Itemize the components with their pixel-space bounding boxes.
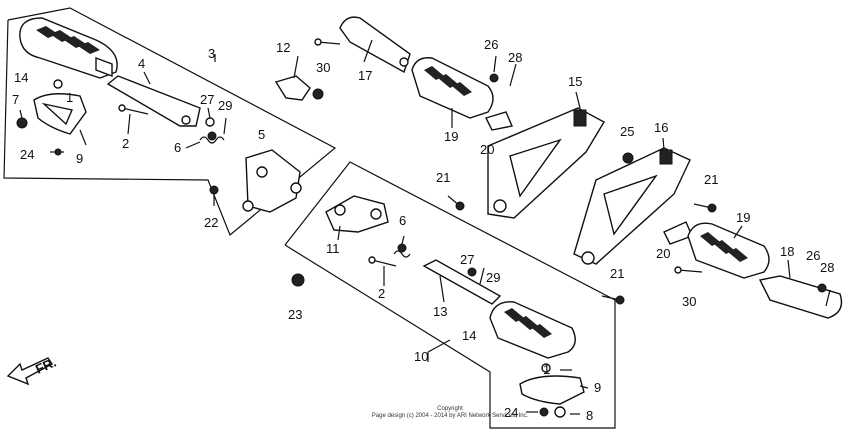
callout-28-upper: 28 [508, 50, 522, 65]
footpeg-plate-9-upper [33, 93, 87, 135]
callout-14-lower: 14 [462, 328, 476, 343]
copyright-line-2: Page design (c) 2004 - 2014 by ARI Netwo… [371, 413, 529, 419]
bolt-21-right [693, 203, 717, 213]
callout-2-upper: 2 [122, 136, 129, 151]
callout-14-upper: 14 [14, 70, 28, 85]
pin-2-upper [118, 104, 149, 115]
callout-18: 18 [780, 244, 794, 259]
bolt-30-upper [314, 38, 341, 46]
nut-8 [554, 406, 566, 418]
callout-6-lower: 6 [399, 213, 406, 228]
callout-labels: 1 1 2 2 3 4 5 6 6 7 8 9 9 10 11 12 13 14… [12, 37, 834, 423]
bracket-11 [325, 195, 389, 233]
callout-29-lower: 29 [486, 270, 500, 285]
footpeg-rubber-19-right [687, 222, 770, 279]
cotter-pin-29-lower [479, 267, 485, 285]
callout-21-right: 21 [704, 172, 718, 187]
callout-22: 22 [204, 215, 218, 230]
callout-6-upper: 6 [174, 140, 181, 155]
assembly-boundary-10 [284, 161, 616, 429]
callout-29-upper: 29 [218, 98, 232, 113]
callout-23: 23 [288, 307, 302, 322]
callout-30-upper: 30 [316, 60, 330, 75]
callout-26-right: 26 [806, 248, 820, 263]
bolt-30-right [674, 266, 703, 274]
callout-11: 11 [326, 241, 340, 256]
bolt-22 [209, 185, 219, 206]
leader-lines [19, 39, 791, 415]
cotter-pin-29-upper [223, 117, 227, 135]
callout-20-upper: 20 [480, 142, 494, 157]
copyright-notice: Copyright Page design (c) 2004 - 2014 by… [300, 406, 600, 420]
bracket-16 [573, 147, 691, 265]
callout-16: 16 [654, 120, 668, 135]
callout-10: 10 [414, 349, 428, 364]
callout-21-lower: 21 [610, 266, 624, 281]
callout-15: 15 [568, 74, 582, 89]
nut-7 [16, 117, 28, 129]
callout-28-right: 28 [820, 260, 834, 275]
callout-25: 25 [620, 124, 634, 139]
callout-9-lower: 9 [594, 380, 601, 395]
footpeg-rubber-left [19, 17, 118, 79]
footpeg-rubber-14-lower [489, 301, 576, 359]
footpeg-bar-17 [339, 16, 411, 74]
callout-5: 5 [258, 127, 265, 142]
spacer-20-upper [485, 111, 513, 131]
bolt-21-upper [447, 195, 465, 211]
bracket-15 [487, 107, 605, 219]
footpeg-bar-13 [422, 259, 502, 305]
footpeg-bar-4 [106, 75, 201, 127]
bracket-5 [242, 149, 302, 213]
callout-2-lower: 2 [378, 286, 385, 301]
washer-27-upper [205, 117, 215, 127]
callout-24-upper: 24 [20, 147, 34, 162]
callout-21-upper: 21 [436, 170, 450, 185]
callout-26-upper: 26 [484, 37, 498, 52]
callout-13: 13 [433, 304, 447, 319]
bolt-23 [291, 273, 305, 287]
callout-1-upper: 1 [66, 90, 73, 105]
nut-26-upper [489, 73, 499, 83]
bracket-12 [274, 75, 324, 101]
callout-30-right: 30 [682, 294, 696, 309]
footpeg-rubber-19-upper [411, 57, 494, 119]
callout-12: 12 [276, 40, 290, 55]
washer-27-lower [467, 267, 477, 277]
front-arrow: FR. [6, 355, 58, 386]
cotter-pin-28-right [825, 289, 831, 307]
bolt-24-upper [50, 148, 64, 156]
spacer-20-right [663, 221, 693, 245]
assembly-boundary-3 [3, 7, 337, 236]
callout-4: 4 [138, 56, 145, 71]
copyright-line-1: Copyright [437, 406, 463, 412]
spring-6-lower [393, 243, 411, 258]
front-label: FR. [33, 355, 58, 377]
callout-20-right: 20 [656, 246, 670, 261]
bolt-21-lower [601, 295, 625, 305]
callout-19-upper: 19 [444, 129, 458, 144]
callout-1-lower: 1 [543, 362, 550, 377]
callout-19-right: 19 [736, 210, 750, 225]
spring-6-upper [199, 131, 225, 144]
callout-9-upper: 9 [76, 151, 83, 166]
cotter-pin-28-upper [509, 63, 517, 87]
callout-3: 3 [208, 46, 215, 61]
callout-27-lower: 27 [460, 252, 474, 267]
washer-1-upper [53, 79, 63, 89]
bolt-24-lower [539, 407, 549, 417]
nut-25 [622, 152, 634, 164]
washer-1-lower [541, 363, 551, 373]
footpeg-bar-18 [758, 275, 843, 319]
pin-2-lower [368, 256, 397, 267]
callout-8: 8 [586, 408, 593, 423]
callout-27-upper: 27 [200, 92, 214, 107]
nut-26-right [817, 283, 827, 293]
callout-7: 7 [12, 92, 19, 107]
callout-17: 17 [358, 68, 372, 83]
footpeg-plate-9-lower [519, 375, 585, 405]
callout-24-lower: 24 [504, 405, 518, 420]
